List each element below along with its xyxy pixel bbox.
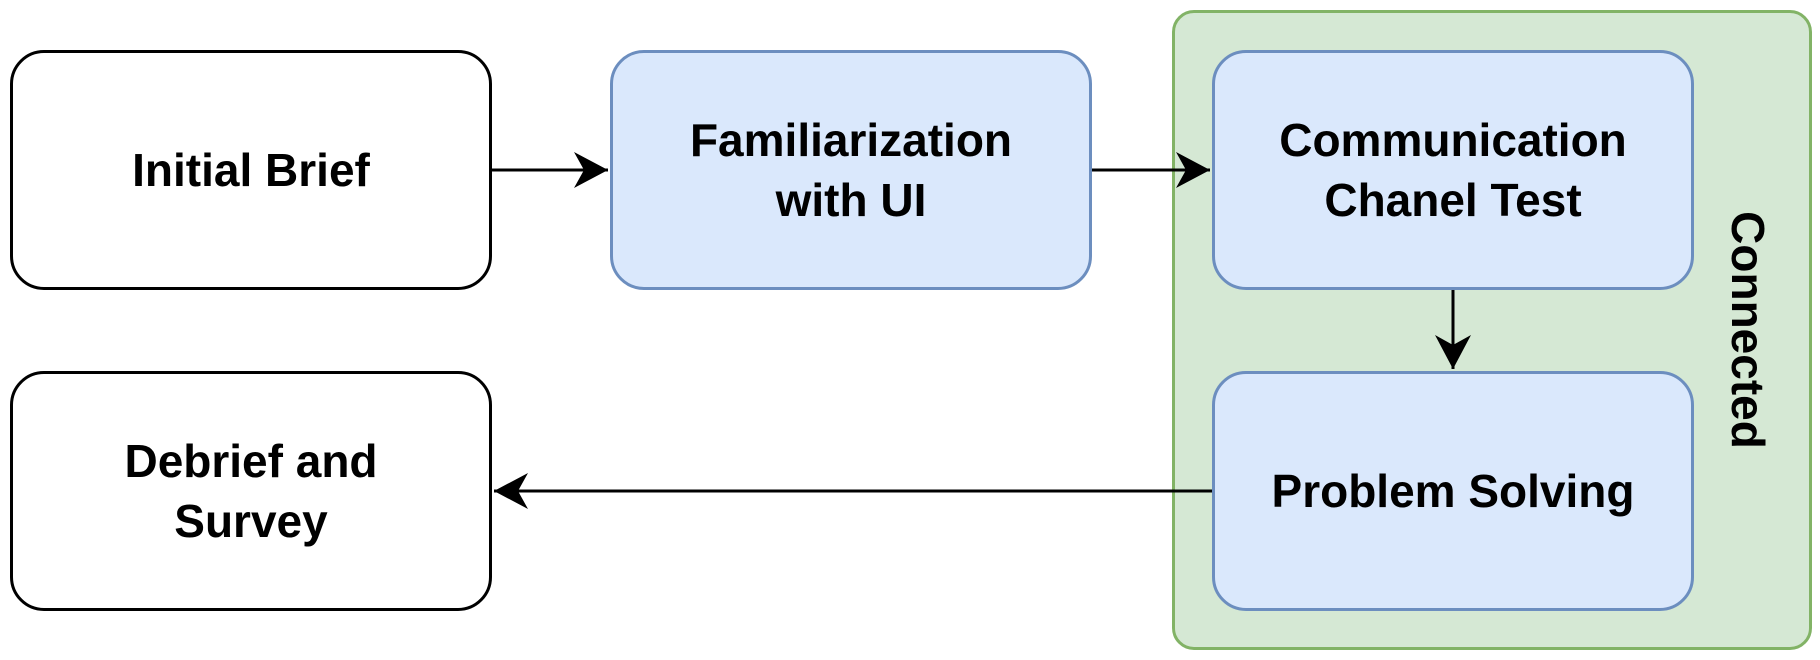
problem-solving-label-line1: Problem Solving — [1271, 465, 1635, 517]
debrief-survey-label: Debrief and Survey — [124, 431, 377, 551]
communication-test-label: Communication Chanel Test — [1279, 110, 1627, 230]
communication-test-node: Communication Chanel Test — [1212, 50, 1694, 290]
familiarization-label-line2: with UI — [775, 174, 927, 226]
communication-test-label-line2: Chanel Test — [1324, 174, 1582, 226]
familiarization-node: Familiarization with UI — [610, 50, 1092, 290]
initial-brief-label: Initial Brief — [132, 140, 370, 200]
debrief-survey-node: Debrief and Survey — [10, 371, 492, 611]
arrowhead-initial-to-familiarization — [574, 152, 608, 188]
initial-brief-node: Initial Brief — [10, 50, 492, 290]
arrowhead-problem-to-debrief — [494, 473, 528, 509]
problem-solving-label: Problem Solving — [1272, 461, 1635, 521]
initial-brief-label-line1: Initial Brief — [132, 144, 370, 196]
problem-solving-node: Problem Solving — [1212, 371, 1694, 611]
communication-test-label-line1: Communication — [1279, 114, 1627, 166]
arrowhead-communication-to-problem — [1435, 335, 1471, 369]
familiarization-label-line1: Familiarization — [689, 114, 1013, 166]
familiarization-label: Familiarization with UI — [690, 110, 1012, 230]
debrief-survey-label-line1: Debrief and — [124, 435, 378, 487]
arrowhead-familiarization-to-communication — [1176, 152, 1210, 188]
debrief-survey-label-line2: Survey — [174, 495, 328, 547]
